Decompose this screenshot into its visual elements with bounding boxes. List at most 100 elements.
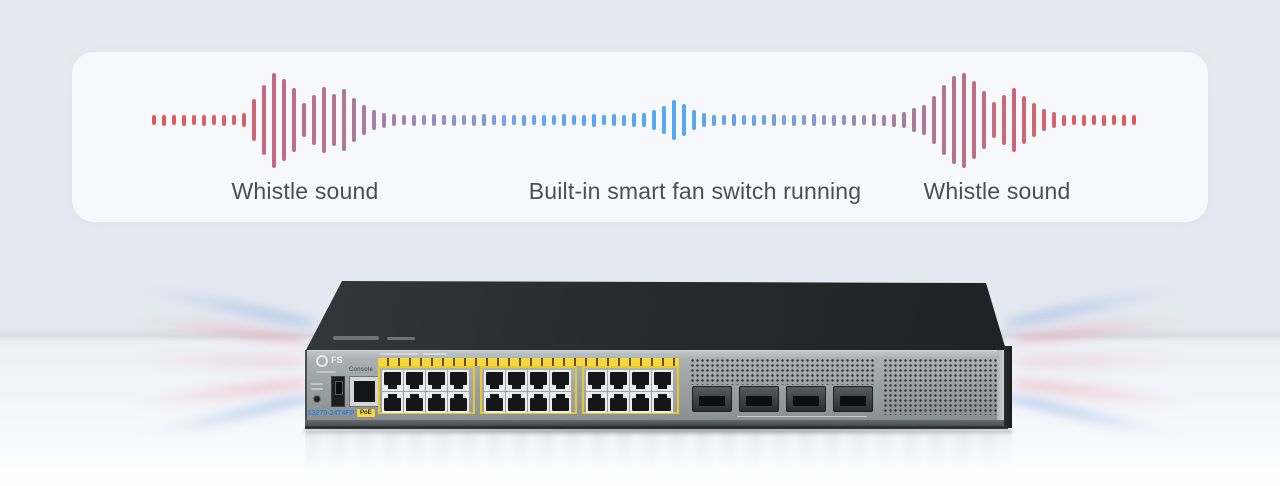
rj45-jack [427,393,445,411]
waveform-bar [152,115,156,125]
waveform-bar [882,114,886,126]
waveform-bar [162,114,166,126]
waveform-bar [522,114,526,126]
rj45-port [483,369,505,391]
waveform-bar [412,114,416,126]
rj45-jack [609,371,627,389]
reset-button [313,395,321,403]
waveform-bar [1002,95,1006,145]
waveform-bar [712,114,716,126]
waveform-bar [422,115,426,125]
rj45-port [425,391,447,413]
switch-top-panel [306,281,1006,350]
waveform-bar [1102,114,1106,126]
waveform-bar [452,114,456,126]
waveform-bar [402,115,406,125]
waveform-bar [292,88,296,152]
panel-text-dash [423,353,447,355]
waveform-bar [242,113,246,127]
rj45-jack [507,371,525,389]
ground-shadow [310,423,1006,433]
rj45-port [585,391,607,413]
rj45-jack [587,393,605,411]
waveform-bar [442,115,446,125]
floor-reflection [305,431,1012,479]
waveform-bar [832,114,836,126]
model-label: S3270-24T4FP [307,410,355,417]
rj45-jack [405,371,423,389]
waveform-bar [472,114,476,126]
rj45-port [403,391,425,413]
waveform-bar [612,114,616,126]
vent-grid-above-sfp [690,358,875,385]
poe-badge: PoE [357,409,375,417]
waveform-bar [462,115,466,125]
waveform-bar [1072,115,1076,125]
rj45-jack [653,371,671,389]
waveform-bar [382,112,386,128]
waveform-bar [192,115,196,125]
rj45-port [505,391,527,413]
rj45-port [381,391,403,413]
waveform-bar [792,114,796,126]
waveform-bar [532,115,536,125]
waveform-bar [862,115,866,125]
waveform-bar [1112,115,1116,125]
panel-text-dash [316,371,336,373]
network-switch: FS Console S3270-24T4FP PoE [305,280,1012,435]
waveform-bar [752,114,756,126]
rj45-port [403,369,425,391]
waveform-bar [202,114,206,126]
waveform-bar [662,106,666,134]
rj45-port-group [378,366,475,414]
rj45-jack [383,371,401,389]
waveform-bar [802,115,806,125]
rj45-jack [485,393,503,411]
rj45-port [447,369,469,391]
airflow-beam-right-pink-mid [1011,353,1193,369]
waveform-bar [572,115,576,125]
waveform-bar [912,108,916,132]
waveform-bar [942,85,946,155]
switch-right-bezel [997,350,1004,420]
waveform-bar [622,114,626,126]
waveform-bar [1052,112,1056,128]
waveform-bar [362,105,366,135]
rj45-jack [449,393,467,411]
waveform-bar [742,115,746,125]
waveform-bar [922,105,926,135]
waveform-bar [842,115,846,125]
waveform-bar [972,81,976,159]
top-vent-dash [333,336,379,340]
rj45-jack [427,371,445,389]
waveform-bar [672,100,676,140]
waveform-bar [762,115,766,125]
waveform-bar [302,103,306,137]
sfp-port [833,386,873,412]
waveform-bar [282,79,286,161]
waveform-bar [322,87,326,153]
rj45-jack [405,393,423,411]
waveform-bar [732,114,736,126]
console-jack [354,381,375,402]
rj45-jack [631,393,649,411]
vent-grid-right [883,358,997,415]
waveform-bar [562,114,566,126]
waveform-bar [962,72,966,168]
waveform-bar [582,114,586,126]
waveform-bar [372,110,376,130]
waveform-bar [1132,115,1136,125]
waveform-bar [312,95,316,145]
waveform-bar [812,114,816,126]
waveform-bar [502,114,506,126]
waveform-bar [652,110,656,130]
rj45-jack [529,371,547,389]
waveform-bar [932,96,936,144]
panel-text-dash [311,388,323,390]
waveform-bar [492,115,496,125]
waveform-bar [1092,115,1096,125]
waveform [152,68,1136,172]
waveform-bar [902,112,906,128]
rj45-jack [529,393,547,411]
waveform-bar [692,110,696,130]
